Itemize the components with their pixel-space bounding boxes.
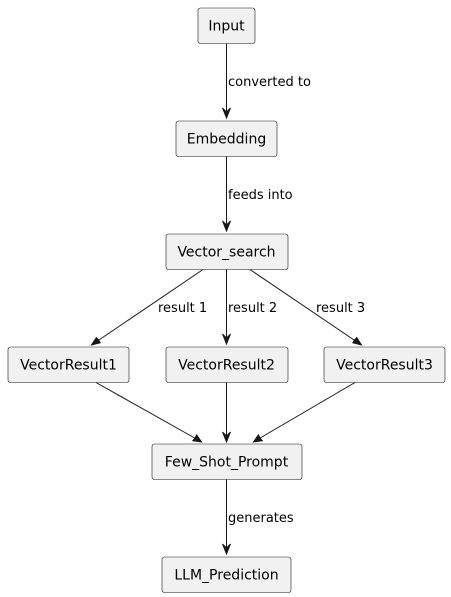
edge-label-generates: generates xyxy=(228,511,294,526)
node-few-shot-prompt: Few_Shot_Prompt xyxy=(151,443,303,480)
edge-embedding-to-vector-search xyxy=(222,156,231,233)
edge-label-feeds-into: feeds into xyxy=(228,188,293,203)
edge-result-2-to-prompt xyxy=(222,382,231,444)
node-input: Input xyxy=(197,7,256,44)
node-embedding: Embedding xyxy=(175,120,278,157)
edge-label-result-1: result 1 xyxy=(158,301,207,316)
node-llm-prediction-label: LLM_Prediction xyxy=(174,568,278,584)
edge-label-result-3: result 3 xyxy=(316,301,365,316)
node-vector-result-3: VectorResult3 xyxy=(323,346,446,383)
node-vector-result-1: VectorResult1 xyxy=(7,346,130,383)
node-embedding-label: Embedding xyxy=(187,132,266,148)
edge-label-result-2: result 2 xyxy=(228,301,277,316)
edge-label-converted-to: converted to xyxy=(228,75,311,90)
node-vector-result-2-label: VectorResult2 xyxy=(178,358,275,374)
node-vector-result-1-label: VectorResult1 xyxy=(20,358,117,374)
edge-result-1-to-prompt xyxy=(95,382,203,443)
node-llm-prediction: LLM_Prediction xyxy=(161,556,292,593)
edge-search-to-result-2 xyxy=(222,269,231,346)
edge-input-to-embedding xyxy=(222,43,231,120)
edge-search-to-result-1 xyxy=(90,269,204,346)
node-vector-result-3-label: VectorResult3 xyxy=(336,358,433,374)
edge-search-to-result-3 xyxy=(249,269,363,346)
edge-result-3-to-prompt xyxy=(252,382,356,443)
edge-prompt-to-prediction xyxy=(222,479,231,556)
node-vector-result-2: VectorResult2 xyxy=(165,346,289,383)
node-vector-search: Vector_search xyxy=(165,233,289,270)
node-input-label: Input xyxy=(208,19,245,35)
node-vector-search-label: Vector_search xyxy=(177,245,275,261)
node-few-shot-prompt-label: Few_Shot_Prompt xyxy=(165,455,289,471)
